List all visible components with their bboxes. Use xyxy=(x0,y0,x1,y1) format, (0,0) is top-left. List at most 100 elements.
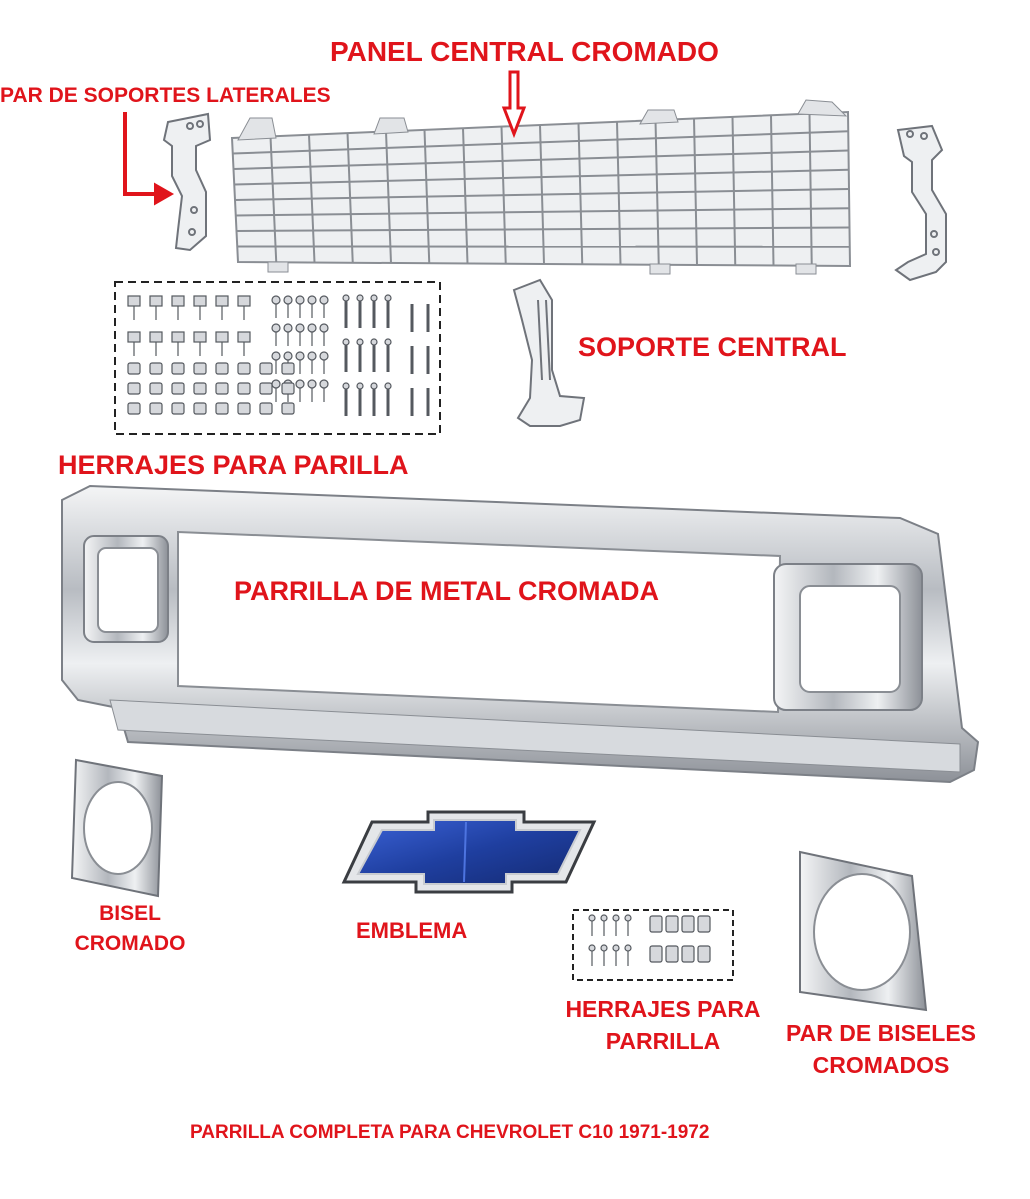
u-clip-icon xyxy=(259,382,273,395)
label-single-bezel: BISEL CROMADO xyxy=(68,902,192,956)
clip-nut-icon xyxy=(149,331,163,343)
u-clip-icon xyxy=(149,382,163,395)
footer-caption: PARRILLA COMPLETA PARA CHEVROLET C10 197… xyxy=(190,1122,710,1143)
grille-vertical-bar xyxy=(770,115,775,266)
screw-head-icon xyxy=(295,351,305,361)
clip-nut-icon xyxy=(237,331,251,343)
small-screw-head-icon xyxy=(588,914,596,922)
grille-vertical-bar xyxy=(423,129,431,264)
clip-nut-icon xyxy=(193,331,207,343)
grille-vertical-bar xyxy=(654,120,660,265)
rivet-head-icon xyxy=(370,382,378,390)
clip-nut-icon xyxy=(215,331,229,343)
u-clip-icon xyxy=(149,362,163,375)
grille-vertical-bar xyxy=(616,121,622,265)
label-side-brackets: PAR DE SOPORTES LATERALES xyxy=(0,84,331,107)
u-clip-icon xyxy=(127,382,141,395)
label-hardware-kit-large: HERRAJES PARA PARILLA xyxy=(58,450,409,480)
pair-chrome-bezels xyxy=(799,850,928,1012)
clip-nut-icon xyxy=(237,295,251,307)
screw-head-icon xyxy=(307,351,317,361)
rivet-head-icon xyxy=(370,338,378,346)
screw-head-icon xyxy=(307,295,317,305)
u-clip-icon xyxy=(281,382,295,395)
grille-vertical-bar xyxy=(808,113,813,266)
small-screw-head-icon xyxy=(612,944,620,952)
screw-head-icon xyxy=(271,323,281,333)
u-clip-icon xyxy=(259,402,273,415)
screw-head-icon xyxy=(271,379,281,389)
grille-vertical-bar xyxy=(577,123,584,265)
u-clip-icon xyxy=(259,362,273,375)
label-emblem: EMBLEMA xyxy=(356,918,468,943)
u-clip-icon xyxy=(215,402,229,415)
grille-vertical-bar xyxy=(731,116,737,266)
u-clip-icon xyxy=(237,402,251,415)
rivet-head-icon xyxy=(370,294,378,302)
small-u-clip-icon xyxy=(681,915,695,933)
screw-head-icon xyxy=(319,379,329,389)
clip-nut-icon xyxy=(193,295,207,307)
label-pair-bezels-line2: CROMADOS xyxy=(812,1052,950,1079)
screw-head-icon xyxy=(319,323,329,333)
grille-vertical-bar xyxy=(693,118,698,266)
label-single-bezel-line2: CROMADO xyxy=(74,932,186,956)
central-grille-panel xyxy=(230,99,852,275)
screw-head-icon xyxy=(283,295,293,305)
screw-head-icon xyxy=(307,323,317,333)
u-clip-icon xyxy=(237,382,251,395)
label-main-grille: PARRILLA DE METAL CROMADA xyxy=(234,576,659,606)
single-chrome-bezel xyxy=(70,758,164,898)
small-u-clip-icon xyxy=(697,945,711,963)
u-clip-icon xyxy=(193,402,207,415)
u-clip-icon xyxy=(171,382,185,395)
screw-head-icon xyxy=(295,379,305,389)
label-central-support: SOPORTE CENTRAL xyxy=(578,332,847,362)
rivet-head-icon xyxy=(384,338,392,346)
u-clip-icon xyxy=(127,402,141,415)
grille-vertical-bar xyxy=(269,136,278,263)
label-pair-bezels: PAR DE BISELES CROMADOS xyxy=(766,1020,996,1079)
small-u-clip-icon xyxy=(681,945,695,963)
label-pair-bezels-line1: PAR DE BISELES xyxy=(786,1020,976,1046)
clip-nut-icon xyxy=(149,295,163,307)
rivet-head-icon xyxy=(384,382,392,390)
u-clip-icon xyxy=(149,402,163,415)
hardware-kit-large xyxy=(114,281,441,435)
bowtie-emblem-icon xyxy=(341,810,597,894)
clip-nut-icon xyxy=(127,295,141,307)
small-screw-head-icon xyxy=(624,944,632,952)
screw-head-icon xyxy=(283,323,293,333)
arrow-down-icon xyxy=(501,70,527,139)
grille-vertical-bar xyxy=(500,126,507,264)
u-clip-icon xyxy=(171,402,185,415)
u-clip-icon xyxy=(215,382,229,395)
small-u-clip-icon xyxy=(665,945,679,963)
grille-vertical-bar xyxy=(539,124,545,265)
screw-head-icon xyxy=(295,323,305,333)
small-screw-head-icon xyxy=(600,914,608,922)
small-screw-head-icon xyxy=(588,944,596,952)
rivet-head-icon xyxy=(384,294,392,302)
u-clip-icon xyxy=(193,362,207,375)
screw-head-icon xyxy=(271,295,281,305)
label-hardware-kit-small-line2: PARRILLA xyxy=(605,1028,721,1055)
small-u-clip-icon xyxy=(649,945,663,963)
u-clip-icon xyxy=(193,382,207,395)
left-side-bracket xyxy=(162,112,212,252)
rivet-head-icon xyxy=(342,294,350,302)
small-screw-head-icon xyxy=(612,914,620,922)
label-single-bezel-line1: BISEL xyxy=(99,902,161,925)
clip-nut-icon xyxy=(171,295,185,307)
clip-nut-icon xyxy=(215,295,229,307)
arrow-bent-icon xyxy=(123,112,175,206)
grille-vertical-bar xyxy=(385,131,392,264)
u-clip-icon xyxy=(237,362,251,375)
label-hardware-kit-small: HERRAJES PARA PARRILLA xyxy=(546,996,780,1055)
u-clip-icon xyxy=(281,362,295,375)
u-clip-icon xyxy=(215,362,229,375)
hardware-kit-small xyxy=(572,909,734,981)
label-panel-central: PANEL CENTRAL CROMADO xyxy=(330,36,719,67)
rivet-head-icon xyxy=(342,338,350,346)
